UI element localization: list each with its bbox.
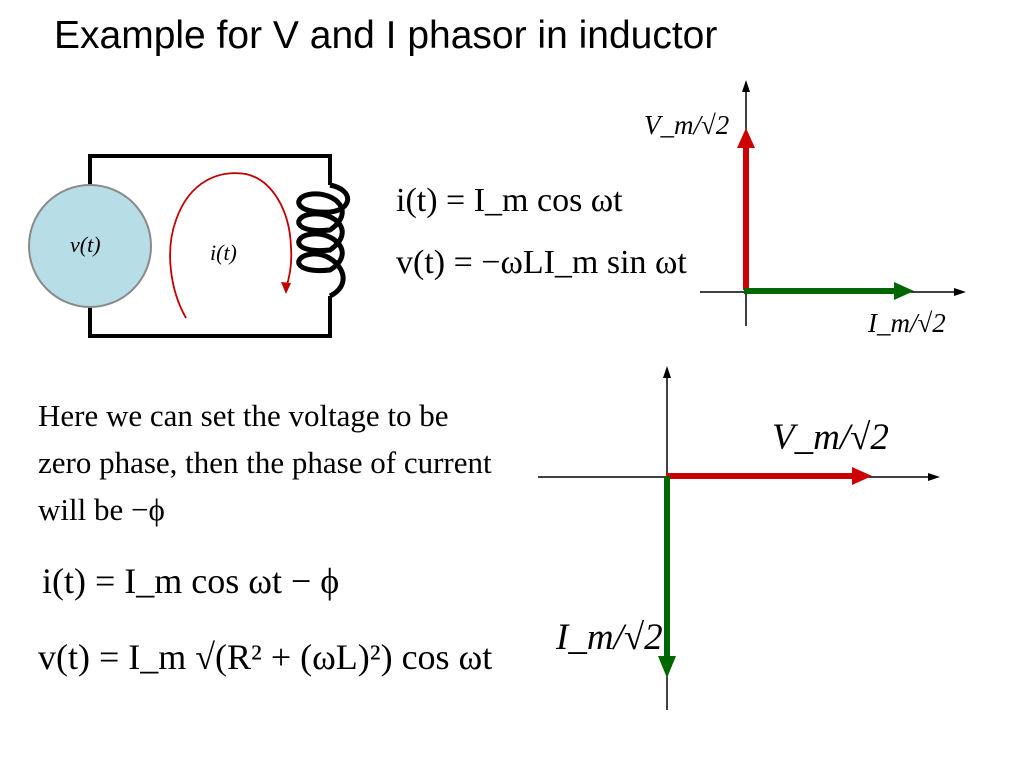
current-label: i(t) xyxy=(210,240,237,265)
phasor-bottom-i-label: I_m/√2 xyxy=(556,617,663,658)
equation-top-2: v(t) = −ωLI_m sin ωt xyxy=(396,244,687,282)
equation-top-2-text: v(t) = −ωLI_m sin ωt xyxy=(396,244,687,281)
equation-bottom-2: v(t) = I_m √(R² + (ωL)²) cos ωt xyxy=(38,636,492,678)
inductor-coil xyxy=(296,182,351,299)
phasor-top-x-arrowhead xyxy=(954,288,966,296)
phasor-bottom-y-arrowhead xyxy=(663,366,671,378)
explanation-text: Here we can set the voltage to be zero p… xyxy=(38,398,492,527)
phasor-bottom-x-arrowhead xyxy=(928,473,940,481)
phasor-top-y-arrowhead xyxy=(742,80,750,92)
circuit-wires xyxy=(88,154,332,338)
equation-top-1-text: i(t) = I_m cos ωt xyxy=(396,182,623,219)
phasor-top-i-label: I_m/√2 xyxy=(868,308,946,338)
current-loop-arrow xyxy=(169,172,293,319)
phasor-top-v-label: V_m/√2 xyxy=(644,110,730,140)
equation-bottom-1-text: i(t) = I_m cos ωt − ϕ xyxy=(42,561,340,601)
phasor-bottom-v-label: V_m/√2 xyxy=(772,417,889,458)
equation-top-1: i(t) = I_m cos ωt xyxy=(396,182,623,220)
source-label: v(t) xyxy=(70,232,101,257)
equation-bottom-2-text: v(t) = I_m √(R² + (ωL)²) cos ωt xyxy=(38,637,493,677)
phasor-bottom-voltage-arrow xyxy=(666,467,872,485)
phasor-top-current-arrow xyxy=(744,282,914,300)
page-title: Example for V and I phasor in inductor xyxy=(54,14,718,57)
phasor-bottom-current-arrow xyxy=(658,476,676,678)
equation-bottom-1: i(t) = I_m cos ωt − ϕ xyxy=(42,560,339,602)
voltage-source xyxy=(28,184,152,308)
phasor-top-voltage-arrow xyxy=(737,128,755,290)
